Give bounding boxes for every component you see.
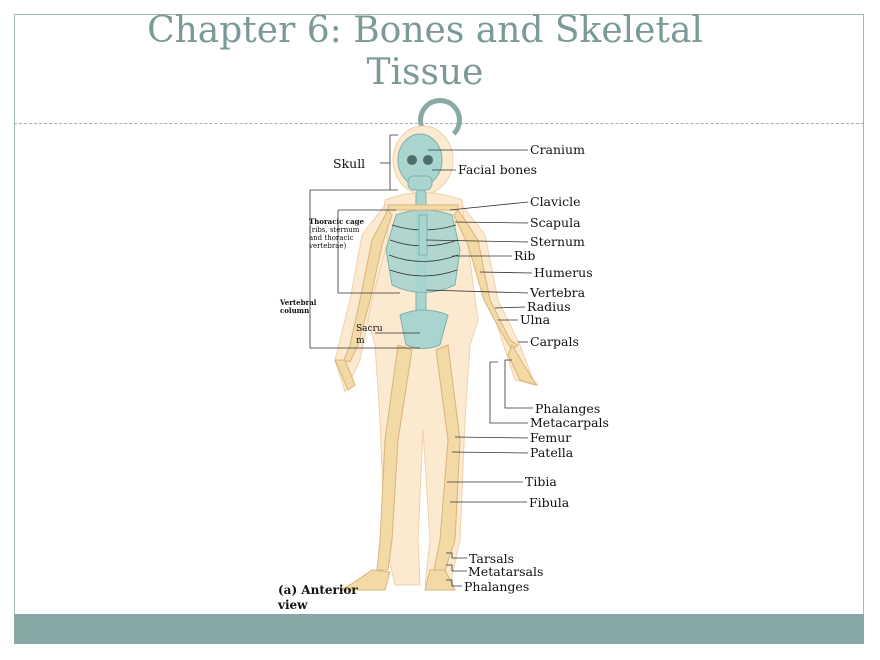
label-skull: Skull xyxy=(333,156,365,171)
label-metatarsals: Metatarsals xyxy=(468,564,543,579)
label-sacrum-1: Sacru xyxy=(356,324,383,334)
divider-ring-ornament xyxy=(418,98,462,142)
label-fibula: Fibula xyxy=(529,495,570,510)
label-rib: Rib xyxy=(514,248,535,263)
label-clavicle: Clavicle xyxy=(530,194,580,209)
label-tarsals: Tarsals xyxy=(469,551,514,566)
label-thoracic-cage-note-3: vertebrae) xyxy=(308,242,347,250)
label-thoracic-cage-note-2: and thoracic xyxy=(309,234,354,242)
label-thoracic-cage-note-1: (ribs, sternum xyxy=(309,226,360,234)
figure-caption-line-1: (a) Anterior xyxy=(278,583,358,597)
slide-footer-bar xyxy=(14,614,864,644)
label-phalanges-hand: Phalanges xyxy=(535,401,600,416)
label-carpals: Carpals xyxy=(530,334,579,349)
label-radius: Radius xyxy=(527,299,571,314)
label-vertebral-column-2: column xyxy=(280,306,309,315)
label-metacarpals: Metacarpals xyxy=(530,415,609,430)
thorax-drawing xyxy=(385,189,461,349)
appendicular-drawing xyxy=(334,204,539,591)
label-thoracic-cage: Thoracic cage xyxy=(309,217,365,226)
label-cranium: Cranium xyxy=(530,142,585,157)
label-scapula: Scapula xyxy=(530,215,581,230)
label-phalanges-foot: Phalanges xyxy=(464,579,529,594)
label-sacrum-2: m xyxy=(356,336,365,346)
label-femur: Femur xyxy=(530,430,571,445)
label-vertebral-column-1: Vertebral xyxy=(279,298,317,307)
label-humerus: Humerus xyxy=(534,265,593,280)
leader-lines xyxy=(309,134,533,587)
label-ulna: Ulna xyxy=(520,312,551,327)
label-patella: Patella xyxy=(530,445,574,460)
figure-caption-line-2: view xyxy=(277,598,308,612)
slide-title: Chapter 6: Bones and Skeletal Tissue xyxy=(147,10,703,93)
label-sternum: Sternum xyxy=(530,234,585,249)
label-tibia: Tibia xyxy=(525,474,557,489)
label-facial-bones: Facial bones xyxy=(458,162,537,177)
label-vertebra: Vertebra xyxy=(529,285,586,300)
body-silhouette xyxy=(334,125,536,586)
